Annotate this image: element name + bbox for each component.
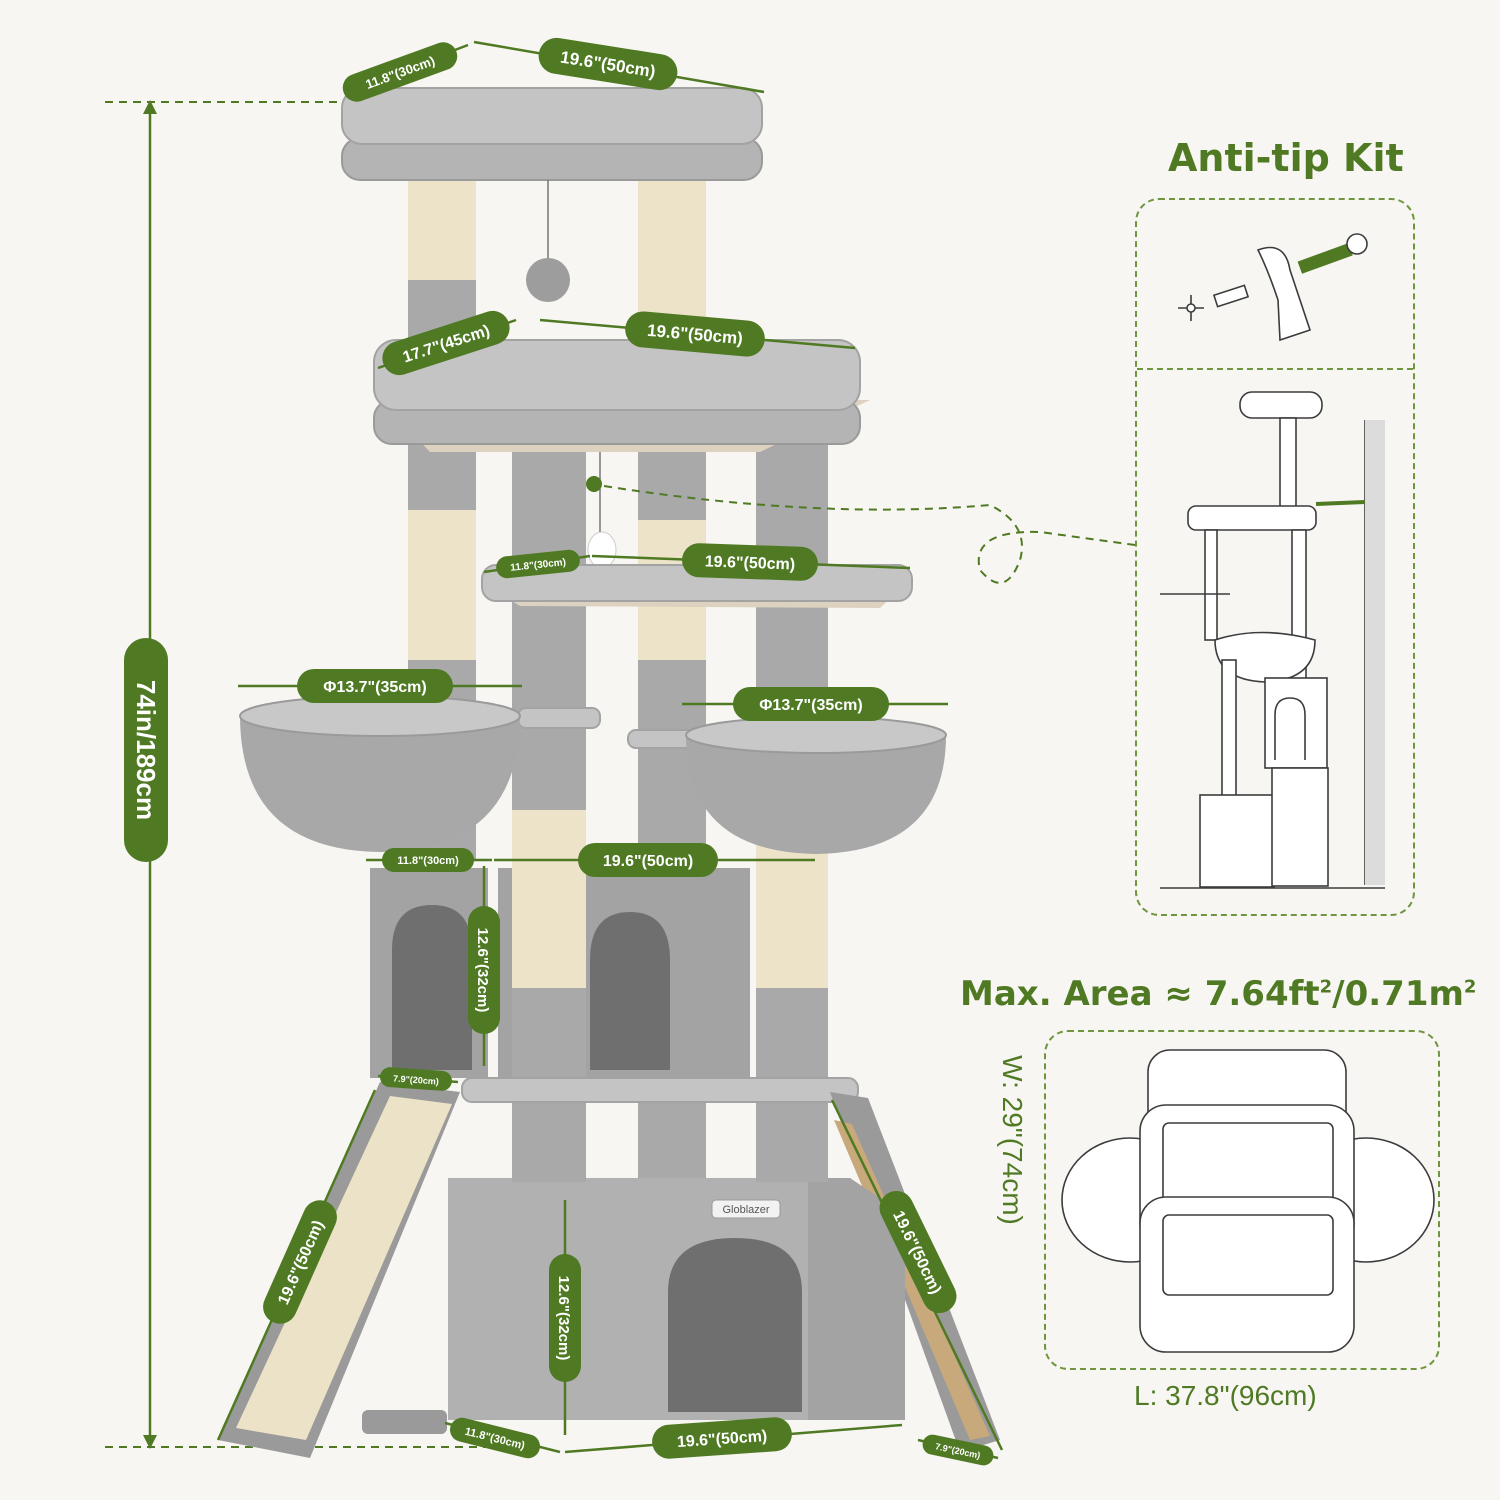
dim-base-width: 19.6"(50cm) (652, 1417, 792, 1459)
top-perch (341, 87, 763, 302)
svg-text:11.8"(30cm): 11.8"(30cm) (397, 855, 459, 867)
baskets (239, 695, 947, 854)
anti-tip-title: Anti-tip Kit (1168, 136, 1404, 180)
area-width-label: W: 29"(74cm) (997, 1055, 1028, 1225)
svg-text:19.6"(50cm): 19.6"(50cm) (676, 1428, 767, 1451)
dim-top-width: 19.6"(50cm) (538, 37, 678, 91)
middle-platform (373, 339, 870, 569)
svg-text:19.6"(50cm): 19.6"(50cm) (603, 853, 693, 870)
dim-ramp-left-width: 7.9"(20cm) (380, 1067, 452, 1091)
area-length-label: L: 37.8"(96cm) (1134, 1380, 1317, 1411)
anti-tip-connector (586, 476, 1136, 584)
dim-basket-left: Φ13.7"(35cm) (297, 669, 453, 703)
dim-mid-width: 19.6"(50cm) (625, 311, 765, 357)
footprint-diagram (1061, 1049, 1435, 1353)
dim-condo-width: 19.6"(50cm) (578, 843, 718, 877)
svg-text:7.9"(20cm): 7.9"(20cm) (393, 1073, 439, 1086)
anti-tip-hardware (1178, 233, 1368, 342)
dim-condo-depth: 11.8"(30cm) (382, 848, 474, 872)
base-condo (362, 1160, 905, 1434)
area-panel (1044, 1030, 1440, 1370)
upper-condos (370, 868, 828, 1168)
dim-ramp-right-width: 7.9"(20cm) (922, 1434, 994, 1466)
height-pill: 74in/189cm (124, 638, 168, 862)
anti-tip-divider (1137, 368, 1413, 370)
dim-shelf-width: 19.6"(50cm) (682, 543, 818, 581)
svg-text:12.6"(32cm): 12.6"(32cm) (474, 928, 491, 1013)
dim-base-depth: 11.8"(30cm) (450, 1417, 540, 1459)
dim-basket-right: Φ13.7"(35cm) (733, 687, 889, 721)
anti-tip-installed-diagram (1160, 391, 1385, 889)
svg-text:Globlazer: Globlazer (722, 1204, 769, 1216)
dim-base-height: 12.6"(32cm) (549, 1254, 581, 1382)
area-title-sup2: 2 (1463, 976, 1477, 998)
svg-text:74in/189cm: 74in/189cm (131, 680, 161, 820)
dim-condo-height: 12.6"(32cm) (468, 906, 500, 1034)
lower-shelf (461, 1077, 859, 1103)
svg-text:19.6"(50cm): 19.6"(50cm) (705, 553, 796, 573)
area-title-mid: /0.71m (1332, 974, 1464, 1014)
area-title: Max. Area ≈ 7.64ft2/0.71m2 (960, 974, 1476, 1014)
area-title-main: Max. Area ≈ 7.64ft (960, 974, 1320, 1014)
svg-text:Φ13.7"(35cm): Φ13.7"(35cm) (759, 697, 862, 714)
svg-text:Φ13.7"(35cm): Φ13.7"(35cm) (323, 679, 426, 696)
area-title-sup1: 2 (1319, 976, 1333, 998)
dim-shelf-depth: 11.8"(30cm) (496, 549, 580, 579)
svg-text:12.6"(32cm): 12.6"(32cm) (555, 1276, 572, 1361)
brand-tag: Globlazer (711, 1199, 781, 1219)
anti-tip-panel (1135, 198, 1415, 916)
